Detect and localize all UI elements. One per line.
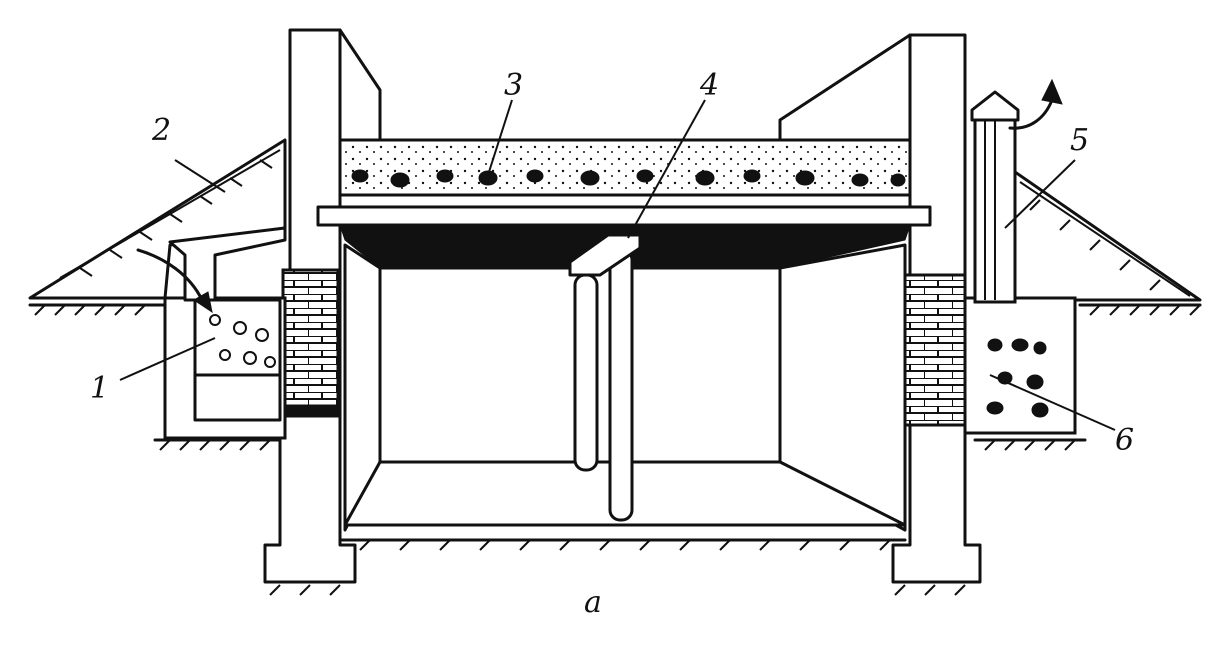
callout-2: 2 [151, 113, 171, 148]
ground-line [28, 303, 1202, 596]
left-vent-pit [163, 226, 287, 440]
vent-chimney [970, 78, 1063, 304]
left-wall [263, 28, 382, 584]
callout-3: 3 [504, 68, 523, 103]
earth-embankment-left [28, 138, 287, 300]
support-column [568, 233, 642, 522]
callout-5: 5 [1070, 123, 1089, 158]
airflow-arrowhead-icon [193, 291, 213, 314]
callout-6: 6 [1115, 423, 1134, 458]
callout-4: 4 [699, 68, 719, 103]
figure-caption: а [584, 585, 602, 620]
leader-lines [119, 99, 1116, 431]
right-insulation-pit [963, 296, 1077, 435]
roof-insulation [338, 138, 912, 197]
callout-1: 1 [90, 371, 109, 406]
airflow-arrow-icon [136, 248, 204, 302]
